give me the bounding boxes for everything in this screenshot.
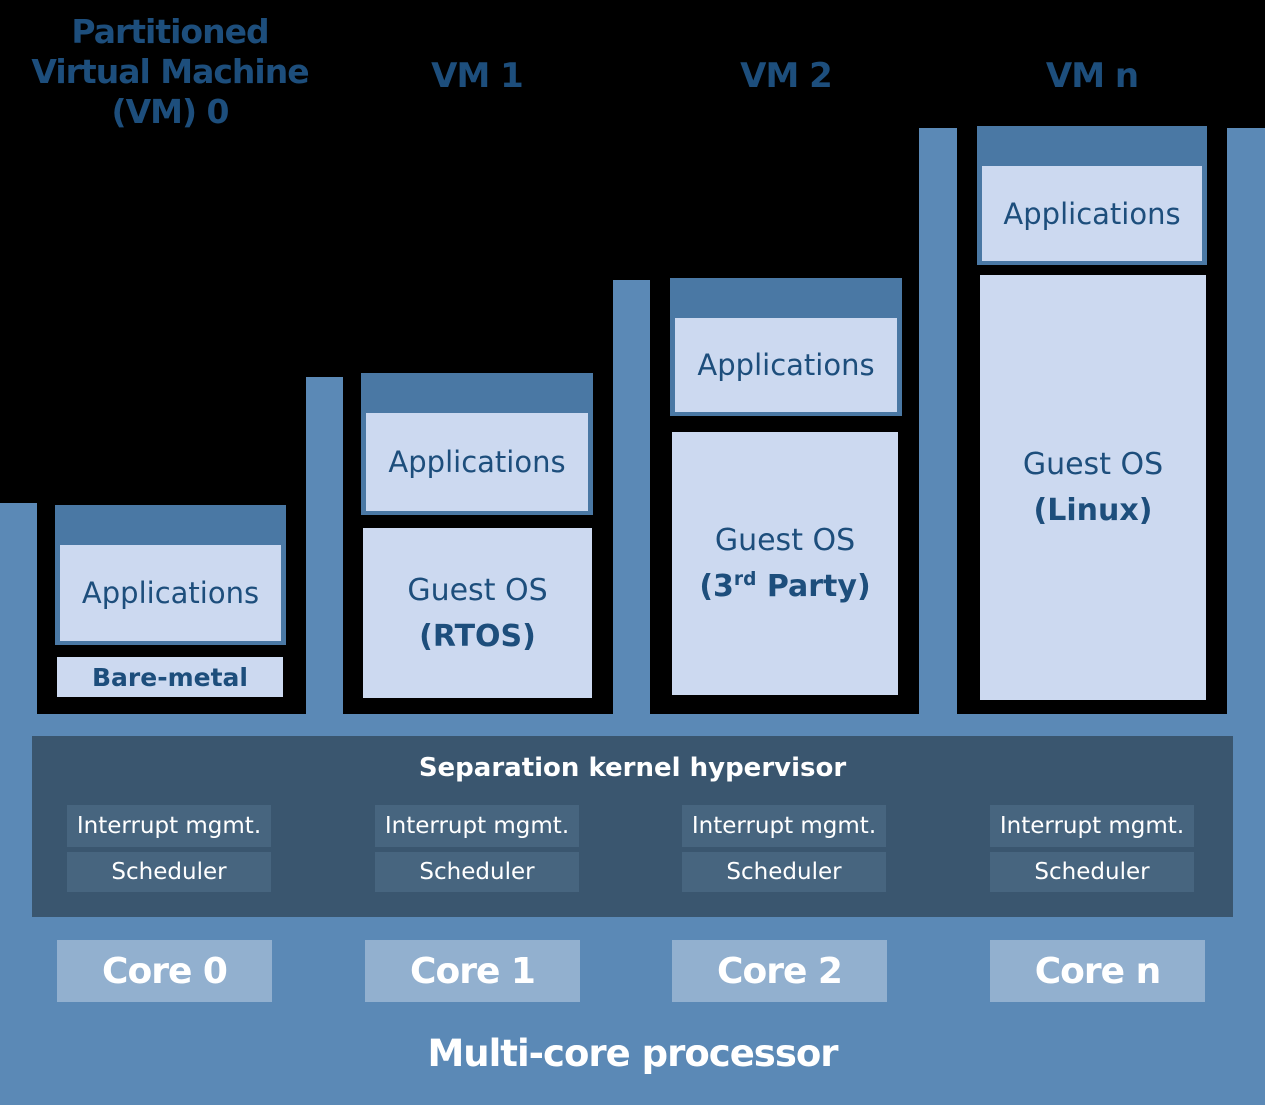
vm0-baremetal-box: Bare-metal: [57, 657, 283, 697]
vm0-title-line3: (VM) 0: [111, 92, 230, 131]
vmn-guestos-box: Guest OS (Linux): [980, 275, 1206, 700]
processor-left-strip: [0, 503, 37, 720]
vm2-applications-box: Applications: [675, 318, 897, 412]
scheduler-box-core2: Scheduler: [682, 852, 886, 892]
vm1-variant-text: (RTOS): [419, 618, 536, 654]
interrupt-mgmt-box-core2: Interrupt mgmt.: [682, 805, 886, 847]
processor-stem-1: [306, 377, 343, 720]
vm0-title-line1: Partitioned: [71, 12, 269, 51]
vm2-container: Applications: [670, 278, 902, 416]
vmn-guestos-label: Guest OS: [1022, 447, 1164, 482]
vm2-guestos-variant: (3rd Party): [699, 560, 870, 606]
vmn-variant-text: (Linux): [1033, 493, 1153, 528]
vm2-title: VM 2: [740, 56, 833, 96]
vm2-variant-sup: rd: [733, 569, 757, 590]
vm0-title-line2: Virtual Machine: [31, 52, 309, 91]
vm1-guestos-variant: (RTOS): [419, 610, 536, 656]
vm1-guestos-label: Guest OS: [407, 572, 548, 608]
vm1-container: Applications: [361, 373, 593, 515]
multicore-processor-label: Multi-core processor: [427, 1032, 838, 1075]
vm0-title: Partitioned Virtual Machine (VM) 0: [15, 12, 325, 132]
vm2-variant-rest: Party): [756, 569, 871, 604]
vm0-container: Applications: [55, 505, 286, 645]
vm2-guestos-box: Guest OS (3rd Party): [672, 432, 898, 695]
interrupt-mgmt-box-core1: Interrupt mgmt.: [375, 805, 579, 847]
vmn-title: VM n: [1045, 56, 1139, 96]
hypervisor-panel: Separation kernel hypervisor Interrupt m…: [32, 736, 1233, 917]
vm1-title: VM 1: [431, 56, 524, 96]
vmn-guestos-variant: (Linux): [1034, 484, 1153, 530]
interrupt-mgmt-box-core0: Interrupt mgmt.: [67, 805, 271, 847]
vmn-container: Applications: [977, 126, 1207, 265]
core0-box: Core 0: [57, 940, 272, 1002]
processor-right-strip: [1227, 128, 1265, 720]
vm0-applications-box: Applications: [60, 545, 281, 641]
vmn-applications-box: Applications: [982, 166, 1202, 261]
scheduler-box-coren: Scheduler: [990, 852, 1194, 892]
vm2-guestos-label: Guest OS: [714, 523, 856, 558]
vm1-applications-box: Applications: [366, 413, 588, 511]
scheduler-box-core1: Scheduler: [375, 852, 579, 892]
core1-box: Core 1: [365, 940, 580, 1002]
hypervisor-title: Separation kernel hypervisor: [418, 753, 847, 783]
coren-box: Core n: [990, 940, 1205, 1002]
interrupt-mgmt-box-coren: Interrupt mgmt.: [990, 805, 1194, 847]
processor-stem-3: [919, 128, 957, 720]
vm2-variant-text: (3: [699, 569, 734, 604]
processor-stem-2: [613, 280, 650, 720]
scheduler-box-core0: Scheduler: [67, 852, 271, 892]
core2-box: Core 2: [672, 940, 887, 1002]
vm1-guestos-box: Guest OS (RTOS): [363, 528, 592, 698]
